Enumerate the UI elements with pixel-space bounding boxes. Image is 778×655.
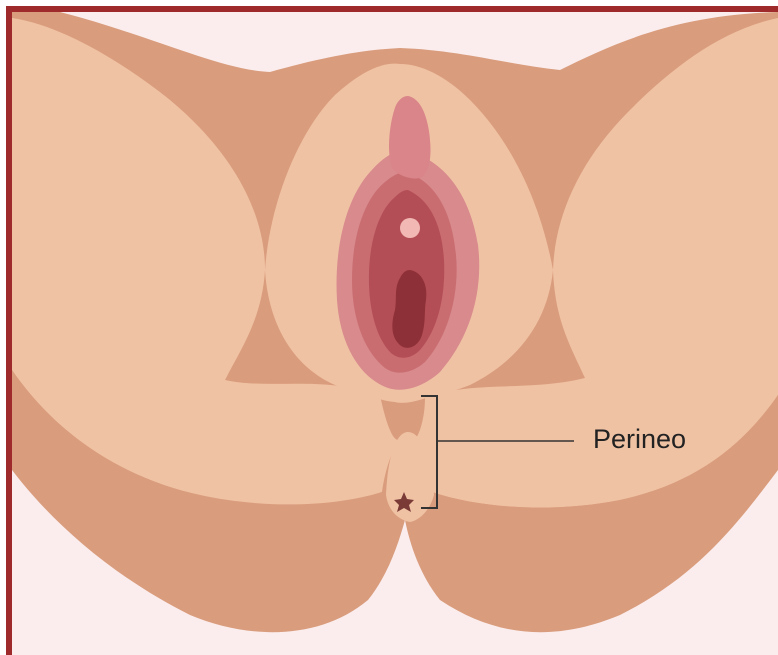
urethral-opening: [400, 218, 420, 238]
perineum-label: Perineo: [593, 424, 686, 454]
